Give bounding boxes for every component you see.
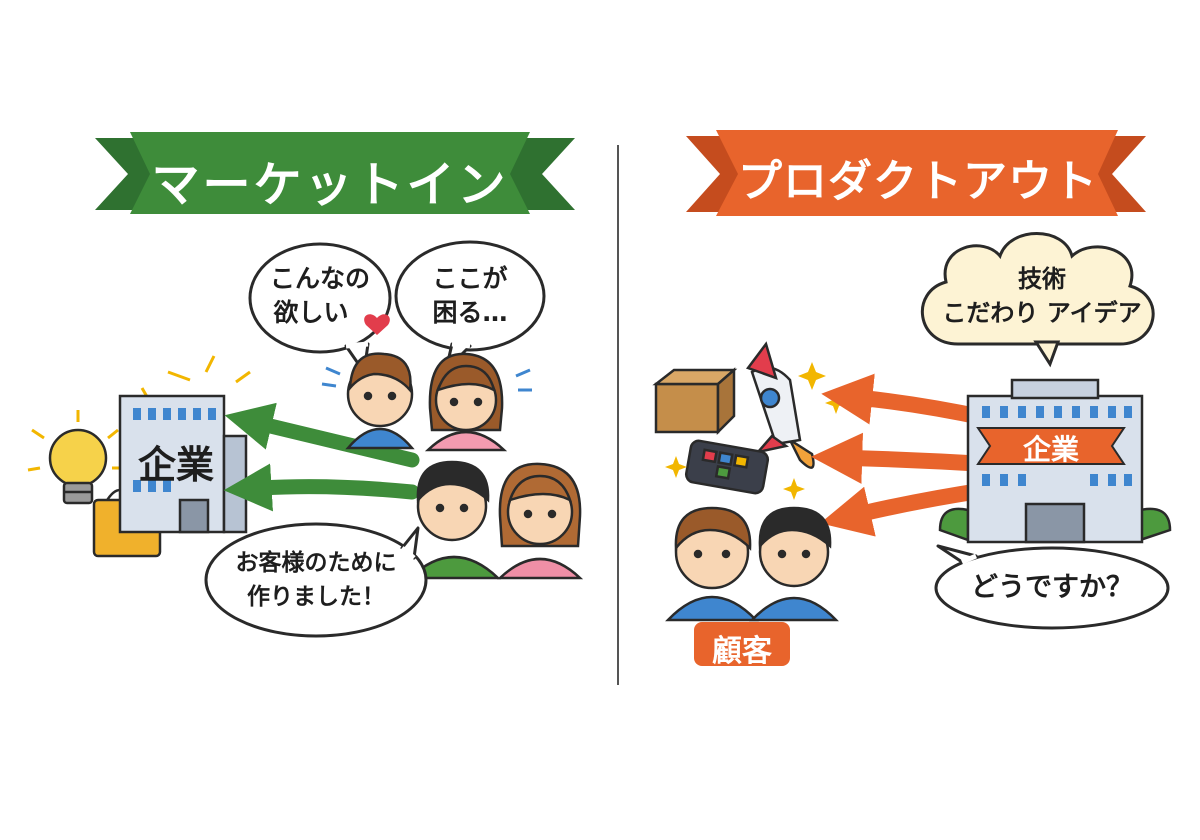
orange-arrow-middle <box>811 432 994 484</box>
customer-bubble-2-line1: ここが <box>432 264 508 293</box>
green-arrow-upper <box>224 402 420 468</box>
customer-bubble-2-line2: 困る… <box>432 298 508 327</box>
market-in-banner <box>95 132 575 214</box>
customer-bubble-1: こんなの 欲しい <box>254 262 386 330</box>
product-out-company-banner <box>976 427 1126 465</box>
customer-bubble-1-shape <box>248 242 392 374</box>
customer-bubble-1-line2: 欲しい <box>273 298 349 327</box>
customer-bubble-2-shape <box>394 240 546 372</box>
customer-bubble-1-line1: こんなの <box>269 264 370 293</box>
heart-icon <box>364 314 390 335</box>
product-out-banner <box>686 130 1146 216</box>
green-arrow-lower <box>223 463 420 512</box>
thought-cloud-shape <box>920 232 1155 368</box>
device-icon <box>684 439 770 495</box>
customer-man-2 <box>406 460 502 580</box>
product-out-title: プロダクトアウト <box>738 156 1098 207</box>
product-out-windows <box>982 406 1132 486</box>
question-bubble-shape <box>934 544 1170 630</box>
lightbulb-icon <box>27 410 124 505</box>
product-out-company-label: 企業 <box>1022 433 1079 466</box>
company-bubble-line2: 作りました！ <box>247 584 385 610</box>
customer-label: 顧客 <box>712 634 772 669</box>
product-out-company-building <box>938 378 1172 544</box>
customer-bubble-2: ここが 困る… <box>400 262 540 330</box>
box-icon <box>652 367 738 436</box>
customer-label-box <box>694 622 790 666</box>
thought-bubble-line2: こだわり アイデア <box>942 299 1142 327</box>
customer-man-3 <box>749 506 839 622</box>
market-in-company-label: 企業 <box>137 443 214 487</box>
market-in-title: マーケットイン <box>151 157 509 213</box>
question-bubble: どうですか？ <box>971 572 1133 603</box>
customer-woman-2 <box>496 462 584 580</box>
thought-bubble: 技術 こだわり アイデア <box>928 262 1156 330</box>
company-bubble-shape <box>204 522 428 638</box>
company-bubble: お客様のために 作りました！ <box>212 546 420 614</box>
customer-boy-3 <box>665 506 759 622</box>
customer-boy-1 <box>321 352 415 450</box>
rocket-icon <box>745 341 815 469</box>
market-in-windows <box>133 408 216 492</box>
customer-girl-1 <box>424 352 532 452</box>
company-bubble-line1: お客様のために <box>235 550 397 576</box>
thought-bubble-line1: 技術 <box>1018 265 1066 293</box>
